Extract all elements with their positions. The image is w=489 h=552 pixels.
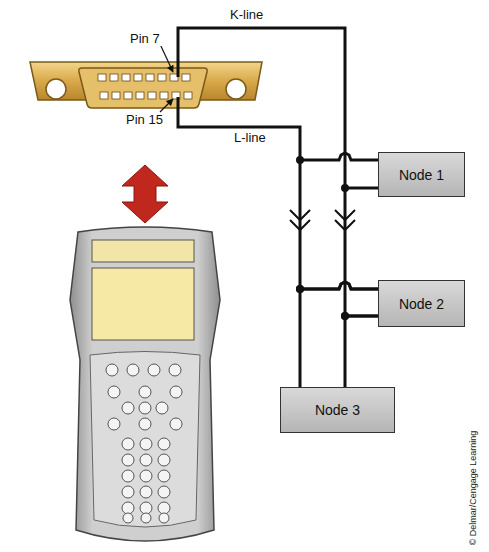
- key: [122, 402, 134, 414]
- key: [140, 454, 152, 466]
- connector-pin: [100, 92, 108, 99]
- connector-pin: [136, 92, 144, 99]
- key: [156, 402, 168, 414]
- key: [170, 418, 182, 430]
- junction-dot: [296, 285, 304, 293]
- leader-line: [160, 99, 173, 112]
- junction-dot: [341, 312, 349, 320]
- node-label: Node 2: [399, 296, 444, 312]
- key: [148, 364, 160, 376]
- leader-line: [160, 44, 173, 72]
- connector-pin: [160, 92, 168, 99]
- connector-pin: [146, 74, 154, 81]
- node-label: Node 1: [399, 167, 444, 183]
- junction-dot: [296, 285, 304, 293]
- key: [122, 470, 134, 482]
- key: [139, 402, 151, 414]
- l-line-wire: [178, 97, 300, 160]
- k-line-wire: [178, 28, 345, 188]
- signal-label: Pin 7: [128, 32, 162, 46]
- key: [159, 513, 169, 523]
- bus-wire: [345, 188, 378, 316]
- key: [158, 438, 170, 450]
- connector-pin: [182, 74, 190, 81]
- key: [140, 502, 152, 514]
- node-box: Node 2: [378, 280, 465, 327]
- key: [158, 502, 170, 514]
- bus-wire: [300, 282, 378, 387]
- key: [106, 364, 118, 376]
- node-box: Node 1: [378, 152, 465, 197]
- connector-pin: [148, 92, 156, 99]
- key: [122, 438, 134, 450]
- key: [140, 486, 152, 498]
- key: [158, 470, 170, 482]
- bus-wire: [300, 153, 378, 289]
- connector-pin: [184, 92, 192, 99]
- key: [158, 454, 170, 466]
- double-arrow: [122, 165, 168, 223]
- key: [122, 486, 134, 498]
- key: [108, 386, 120, 398]
- key: [170, 386, 182, 398]
- key: [123, 513, 133, 523]
- connector-pin: [110, 74, 118, 81]
- key: [122, 502, 134, 514]
- signal-label: K-line: [228, 8, 265, 22]
- key: [139, 386, 151, 398]
- connector-pin: [112, 92, 120, 99]
- copyright-note: © Delmar/Cengage Learning: [469, 429, 479, 548]
- bus-wire: [345, 316, 378, 387]
- connector-pin: [98, 74, 106, 81]
- junction-dot: [341, 184, 349, 192]
- node-label: Node 3: [315, 402, 360, 418]
- key: [122, 454, 134, 466]
- signal-label: Pin 15: [124, 113, 165, 127]
- connector-pin: [158, 74, 166, 81]
- key: [108, 418, 120, 430]
- connector-pin: [122, 74, 130, 81]
- key: [139, 418, 151, 430]
- key: [169, 364, 181, 376]
- key: [127, 364, 139, 376]
- key: [141, 513, 151, 523]
- scan-tool: [70, 227, 220, 541]
- key: [140, 470, 152, 482]
- junction-dot: [296, 156, 304, 164]
- connector-pin: [134, 74, 142, 81]
- signal-label: L-line: [232, 131, 268, 145]
- connector-pin: [124, 92, 132, 99]
- obd-connector: [30, 62, 262, 108]
- node-box: Node 3: [280, 387, 395, 433]
- key: [158, 486, 170, 498]
- key: [140, 438, 152, 450]
- junction-dot: [341, 312, 349, 320]
